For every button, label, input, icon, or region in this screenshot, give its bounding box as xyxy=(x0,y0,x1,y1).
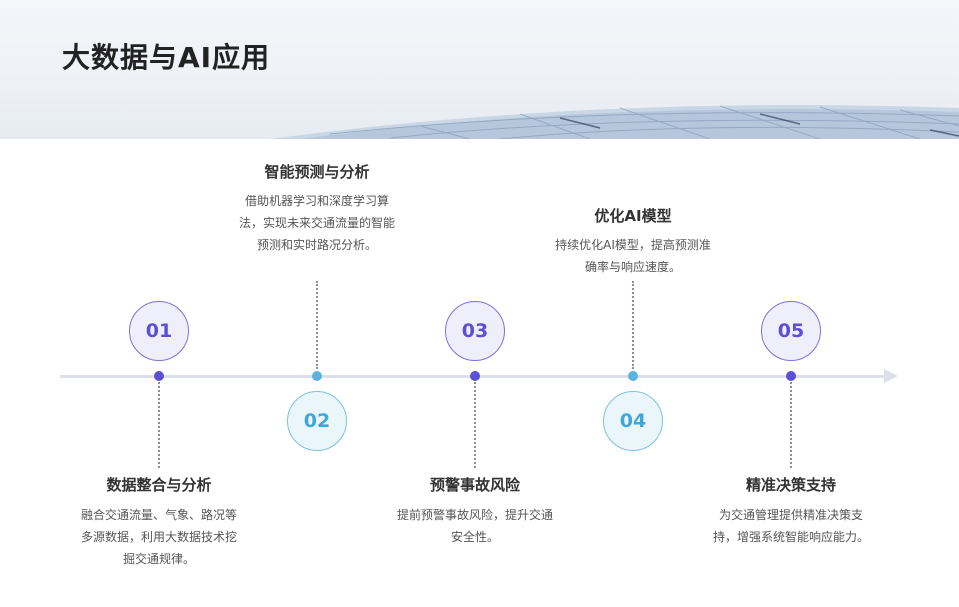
glass-roof-illustration xyxy=(270,105,959,139)
step-connector xyxy=(632,281,634,369)
timeline-dot xyxy=(312,371,322,381)
timeline-dot xyxy=(154,371,164,381)
step-title: 优化AI模型 xyxy=(594,207,672,225)
step-description: 为交通管理提供精准决策支持，增强系统智能响应能力。 xyxy=(712,508,869,544)
timeline-dot xyxy=(786,371,796,381)
step-number-badge: 03 xyxy=(445,301,505,361)
step-connector xyxy=(158,382,160,468)
timeline-dot xyxy=(628,371,638,381)
step-title: 预警事故风险 xyxy=(429,476,520,494)
step-number-badge: 05 xyxy=(761,301,821,361)
step-description: 提前预警事故风险，提升交通安全性。 xyxy=(396,508,553,544)
step-connector xyxy=(316,281,318,369)
timeline-arrow-icon xyxy=(884,369,898,383)
step-title: 智能预测与分析 xyxy=(264,163,370,181)
page-title: 大数据与AI应用 xyxy=(62,41,271,74)
step-title: 精准决策支持 xyxy=(745,476,836,494)
step-connector xyxy=(474,382,476,468)
timeline-dot xyxy=(470,371,480,381)
step-description: 持续优化AI模型，提高预测准确率与响应速度。 xyxy=(555,238,711,274)
step-description: 借助机器学习和深度学习算法，实现未来交通流量的智能预测和实时路况分析。 xyxy=(238,194,395,252)
step-number-badge: 01 xyxy=(129,301,189,361)
step-number-badge: 04 xyxy=(603,391,663,451)
step-connector xyxy=(790,382,792,468)
header-background xyxy=(0,0,959,139)
step-description: 融合交通流量、气象、路况等多源数据，利用大数据技术挖掘交通规律。 xyxy=(80,508,237,566)
step-title: 数据整合与分析 xyxy=(106,476,212,494)
step-number-badge: 02 xyxy=(287,391,347,451)
